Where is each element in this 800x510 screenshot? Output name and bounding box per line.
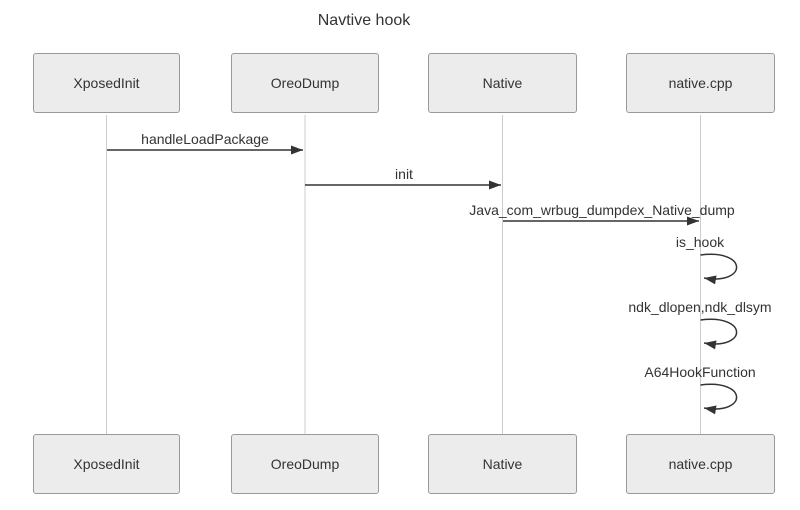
actor-label: Native xyxy=(482,75,523,91)
actor-bottom-nativecpp: native.cpp xyxy=(626,434,775,494)
message-label-init: init xyxy=(395,166,413,182)
actor-bottom-oreodump: OreoDump xyxy=(231,434,379,494)
self-loop-arrow-is-hook xyxy=(700,253,738,285)
message-label-a64hookfunction: A64HookFunction xyxy=(644,364,756,380)
actor-label: native.cpp xyxy=(668,75,733,91)
self-loop-arrow-ndk-dlopen xyxy=(700,318,738,350)
actor-top-oreodump: OreoDump xyxy=(231,53,379,113)
actor-label: OreoDump xyxy=(270,75,340,91)
actor-top-nativecpp: native.cpp xyxy=(626,53,775,113)
message-label-handleloadpackage: handleLoadPackage xyxy=(141,131,269,147)
message-label-ndk-dlopen: ndk_dlopen,ndk_dlsym xyxy=(628,299,772,315)
actor-label: XposedInit xyxy=(73,75,140,91)
actor-label: Native xyxy=(482,456,523,472)
actor-label: OreoDump xyxy=(270,456,340,472)
actor-label: native.cpp xyxy=(668,456,733,472)
self-loop-arrow-a64hookfunction xyxy=(700,383,738,415)
actor-bottom-xposedinit: XposedInit xyxy=(33,434,180,494)
message-label-java-dump: Java_com_wrbug_dumpdex_Native_dump xyxy=(469,202,735,218)
actor-label: XposedInit xyxy=(73,456,140,472)
diagram-title: Navtive hook xyxy=(317,12,411,29)
actor-bottom-native: Native xyxy=(428,434,577,494)
message-label-is-hook: is_hook xyxy=(675,234,725,250)
actor-top-xposedinit: XposedInit xyxy=(33,53,180,113)
actor-top-native: Native xyxy=(428,53,577,113)
